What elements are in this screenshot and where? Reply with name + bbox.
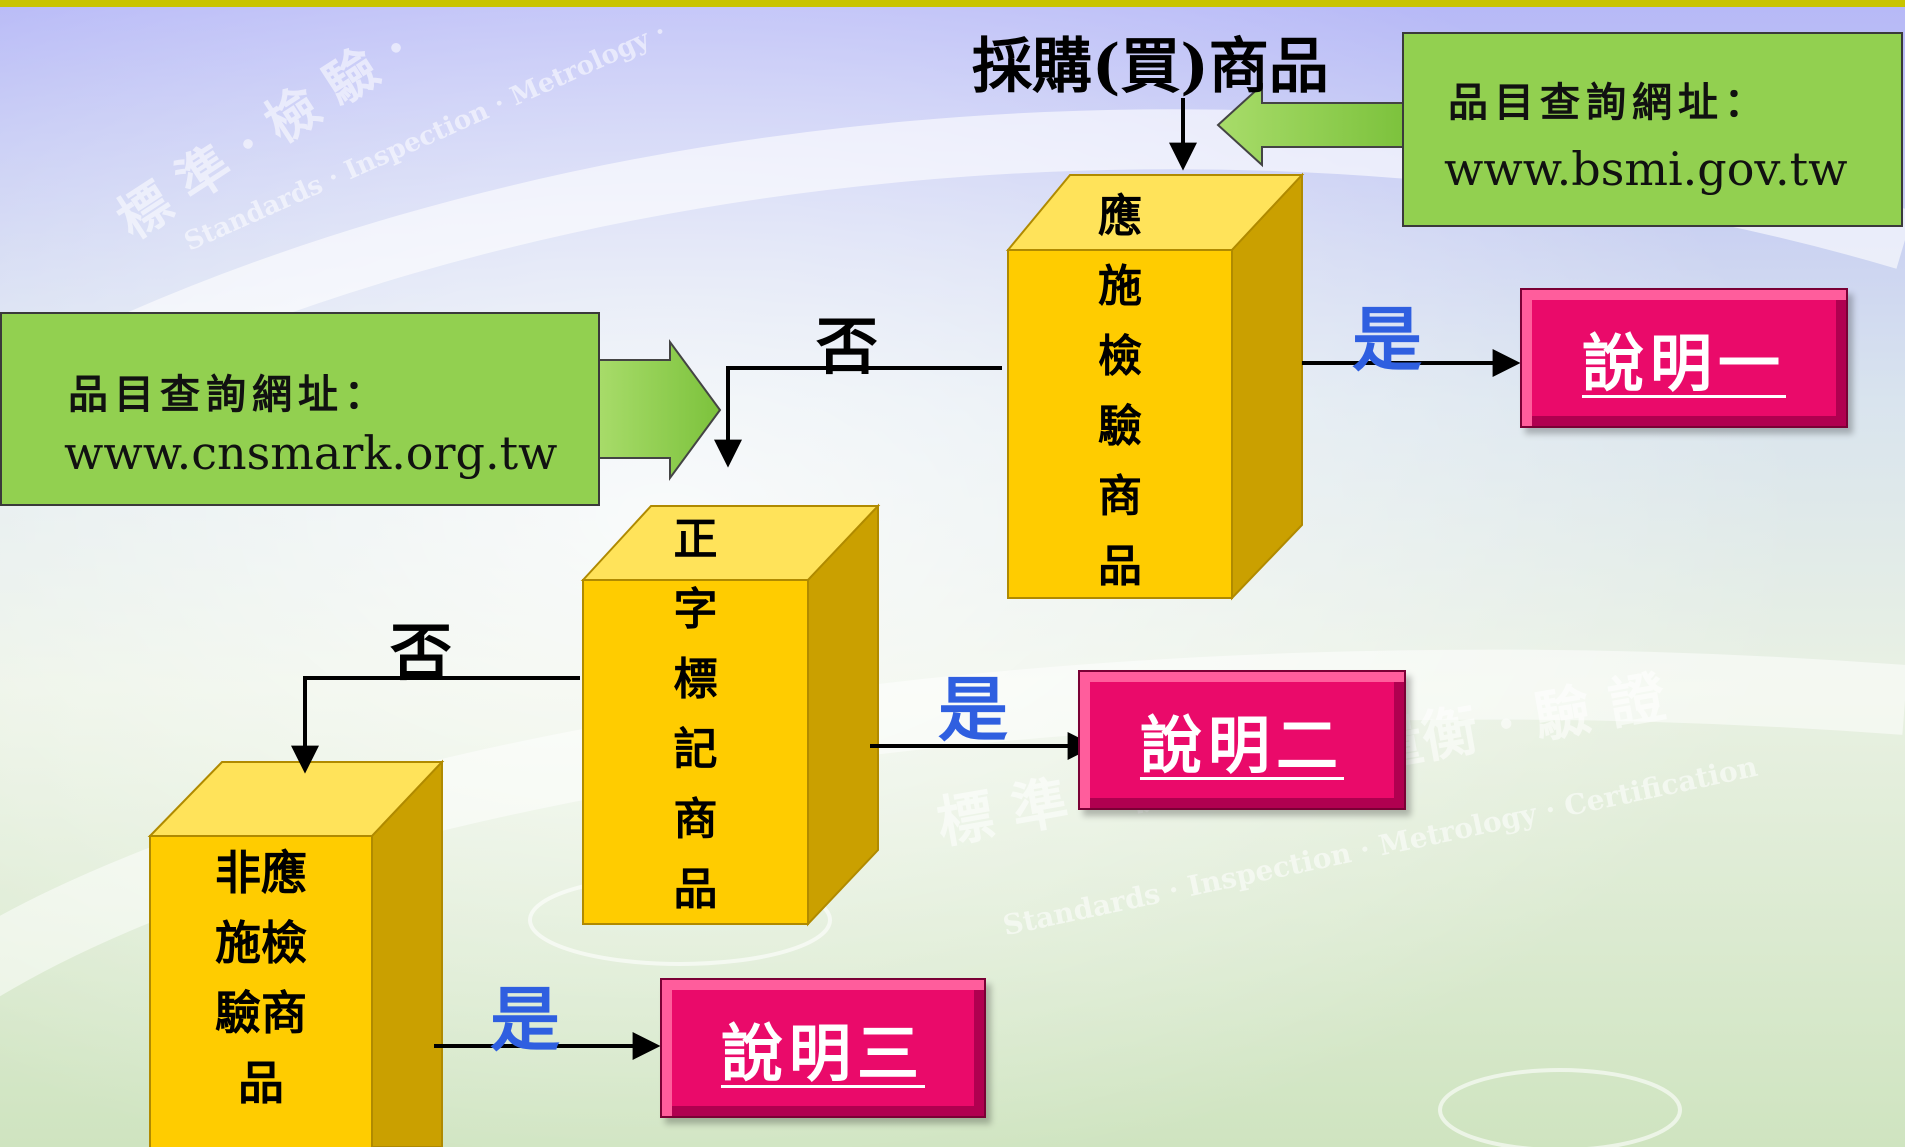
no-label-1: 否 xyxy=(816,310,879,383)
no-arrow-2 xyxy=(291,676,580,774)
explanation-3-button[interactable]: 說明三 xyxy=(660,978,986,1118)
url-box-left-url[interactable]: www.cnsmark.org.tw xyxy=(64,426,558,480)
url-box-top-url[interactable]: www.bsmi.gov.tw xyxy=(1444,142,1848,196)
explanation-3-label: 說明三 xyxy=(720,1017,925,1090)
explanation-1-button[interactable]: 說明一 xyxy=(1520,288,1848,428)
explanation-1-label: 說明一 xyxy=(1581,327,1786,400)
no-label-2: 否 xyxy=(390,616,453,689)
box-non-inspection-goods xyxy=(147,759,445,1147)
explanation-2-button[interactable]: 說明二 xyxy=(1078,670,1406,810)
url-box-left: 品目查詢網址： www.cnsmark.org.tw xyxy=(0,312,600,506)
yes-label-3: 是 xyxy=(490,978,560,1061)
box-cns-mark-label: 正 字 標 記 商 品 xyxy=(673,514,718,915)
top-accent-bar xyxy=(0,0,1905,7)
box-cns-mark-goods xyxy=(580,503,881,927)
url-box-top: 品目查詢網址： www.bsmi.gov.tw xyxy=(1402,32,1903,227)
explanation-2-label: 說明二 xyxy=(1139,709,1344,782)
yes-label-1: 是 xyxy=(1352,298,1422,381)
box-non-inspection-label: 非應 施檢 驗商 品 xyxy=(215,846,307,1110)
url-box-left-label: 品目查詢網址： xyxy=(68,371,390,418)
url-box-top-label: 品目查詢網址： xyxy=(1448,79,1770,126)
url-left-pointer-arrow xyxy=(597,338,722,482)
yes-label-2: 是 xyxy=(938,668,1008,751)
no-arrow-1 xyxy=(714,366,1002,468)
start-label: 採購(買)商品 xyxy=(972,32,1329,102)
box-inspection-label: 應 施 檢 驗 商 品 xyxy=(1098,191,1142,592)
box-inspection-goods xyxy=(1005,172,1305,601)
